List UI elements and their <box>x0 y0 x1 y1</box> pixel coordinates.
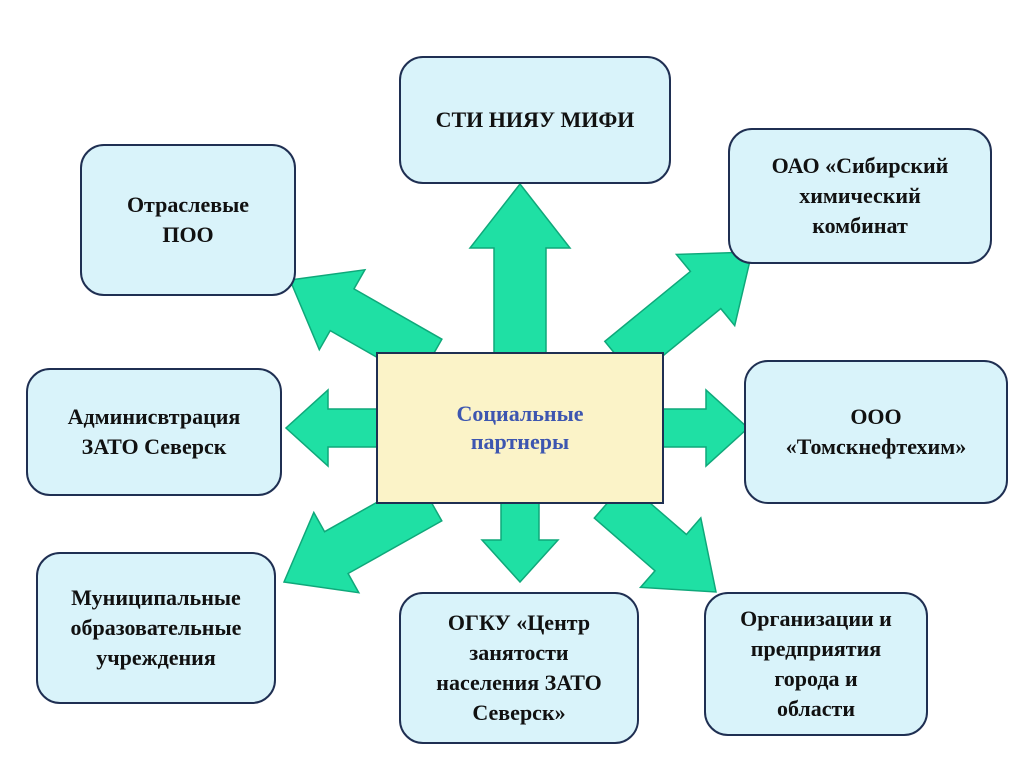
arrow-to-mun <box>282 478 443 594</box>
partner-box-ooo-tomskneftekhim: ООО «Томскнефтехим» <box>744 360 1008 504</box>
partner-box-sti-niyau-mifi: СТИ НИЯУ МИФИ <box>399 56 671 184</box>
arrow-to-adm <box>284 388 383 468</box>
arrow-to-oao <box>603 251 753 380</box>
arrow-to-ogku <box>480 495 560 584</box>
arrow-to-sti <box>468 182 572 361</box>
partner-box-administration-zato: Админисвтрация ЗАТО Северск <box>26 368 282 496</box>
partner-box-municipal-educational: Муниципальные образовательные учреждения <box>36 552 276 704</box>
partner-box-industry-poo: Отраслевые ПОО <box>80 144 296 296</box>
partner-box-ogku-employment-center: ОГКУ «Центр занятости населения ЗАТО Сев… <box>399 592 639 744</box>
partner-box-organizations-enterprises: Организации и предприятия города и облас… <box>704 592 928 736</box>
partner-box-oao-sibirsky-khim-kombinat: ОАО «Сибирский химический комбинат <box>728 128 992 264</box>
arrow-to-ooo <box>659 388 750 468</box>
center-box-social-partners: Социальные партнеры <box>376 352 664 504</box>
